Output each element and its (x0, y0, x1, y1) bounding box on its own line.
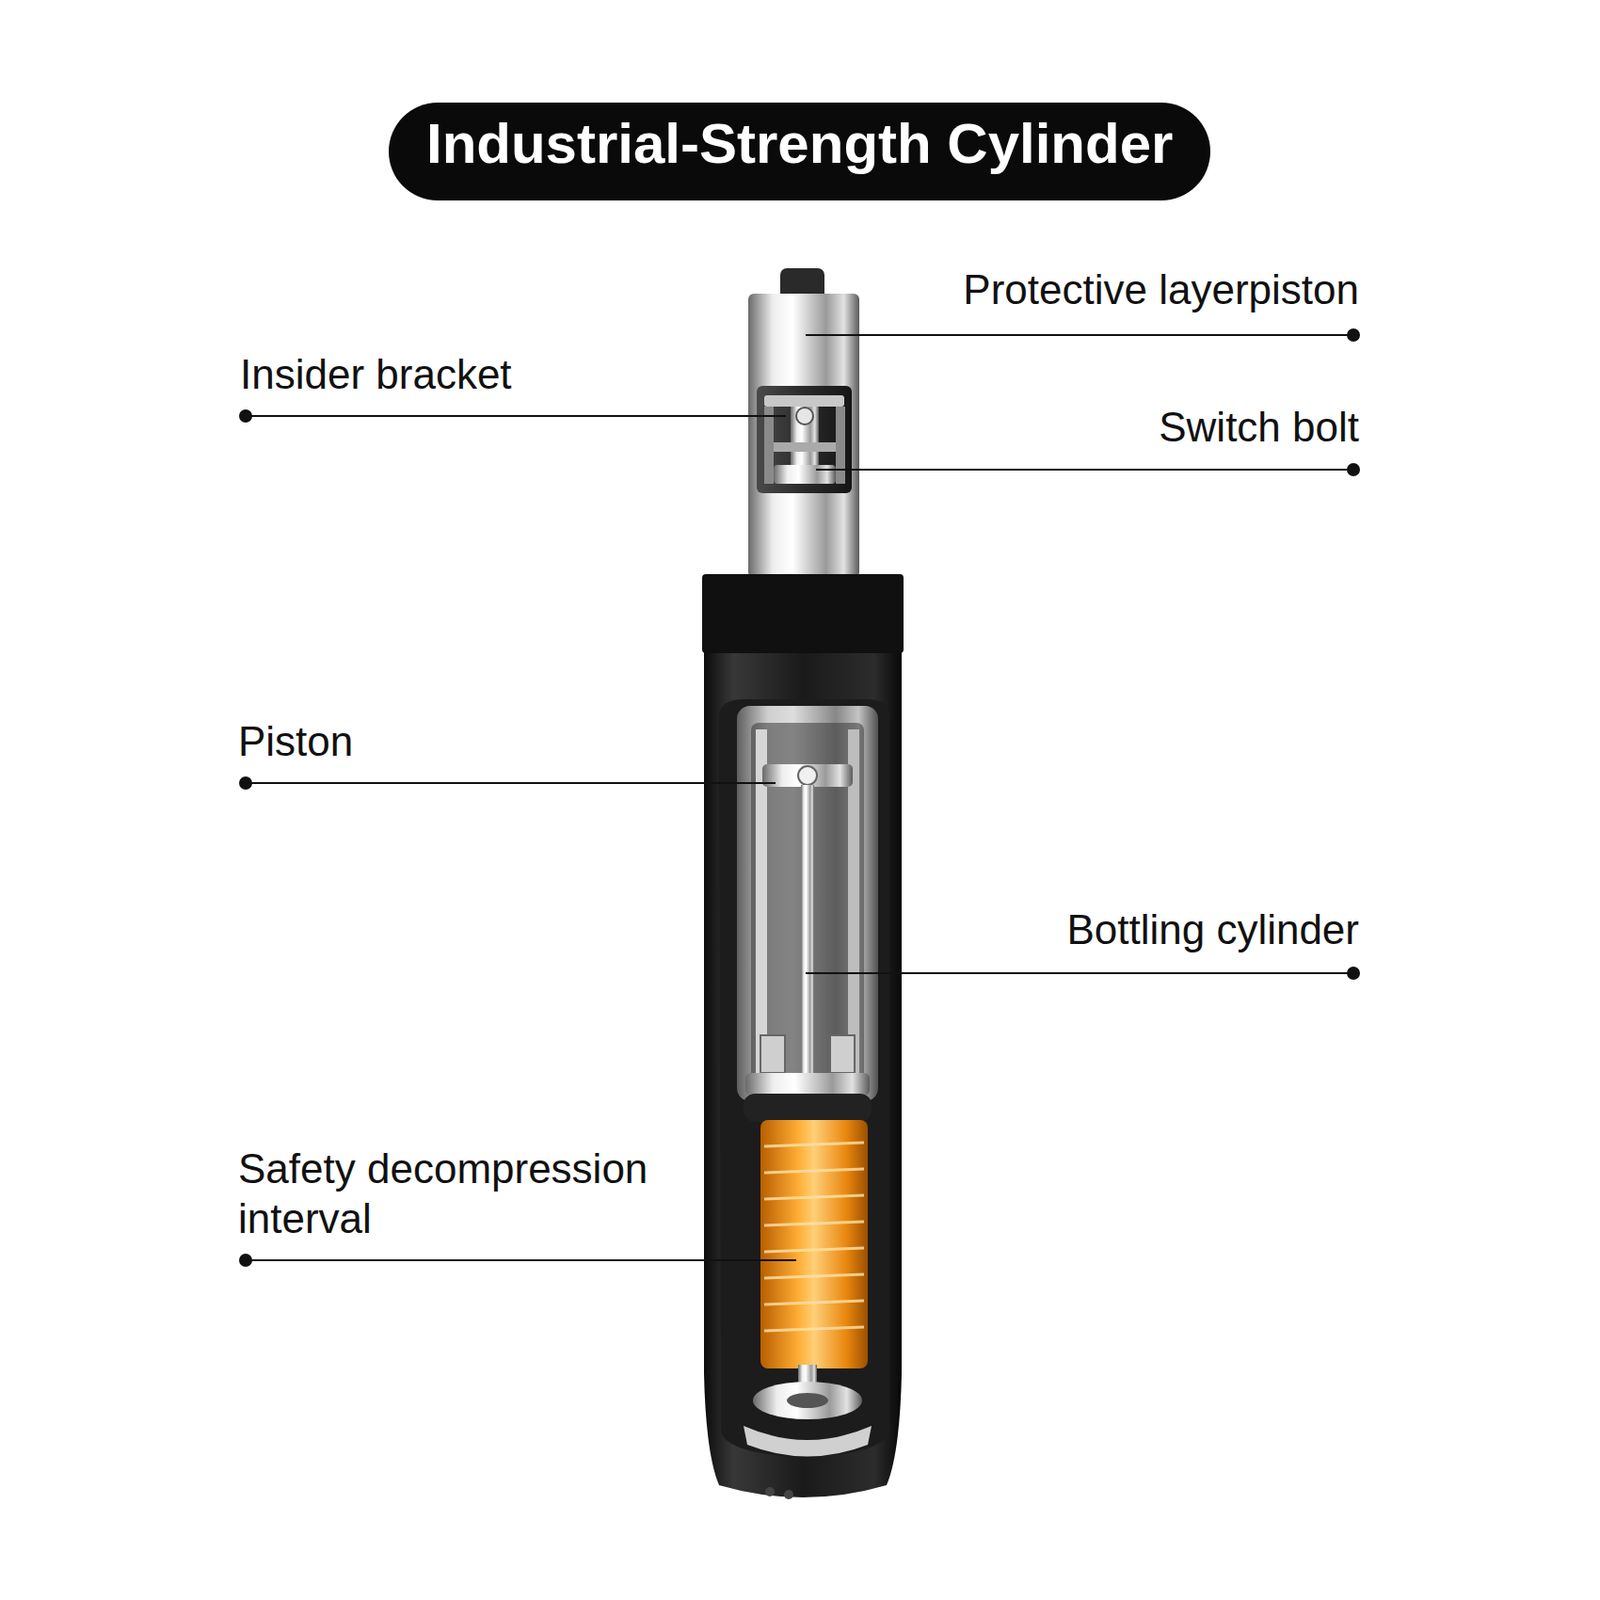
body-cutaway (719, 699, 890, 1457)
label-holder: Piston (238, 717, 353, 768)
cylinder-body (704, 581, 902, 1498)
title-text: Industrial-Strength Cylinder (426, 110, 1173, 178)
part-label: Piston (238, 717, 353, 768)
label-holder: Insider bracket (240, 350, 512, 400)
body-collar (702, 574, 904, 654)
label-holder: Bottling cylinder (1066, 905, 1360, 956)
part-label: Bottling cylinder (1066, 905, 1360, 956)
part-label: Safety decompression interval (238, 1144, 695, 1245)
rod-cutaway (756, 385, 852, 494)
label-holder: Protective layerpiston (962, 265, 1360, 316)
leader-lines (245, 335, 1354, 1261)
part-label: Protective layerpiston (962, 265, 1360, 316)
part-label: Insider bracket (240, 350, 512, 400)
title-pill: Industrial-Strength Cylinder (388, 102, 1211, 201)
leader-dots (239, 328, 1360, 1267)
label-holder: Safety decompression interval (238, 1144, 695, 1245)
label-holder: Switch bolt (1158, 402, 1360, 453)
chrome-rod (748, 293, 860, 578)
part-label: Switch bolt (1158, 402, 1360, 453)
